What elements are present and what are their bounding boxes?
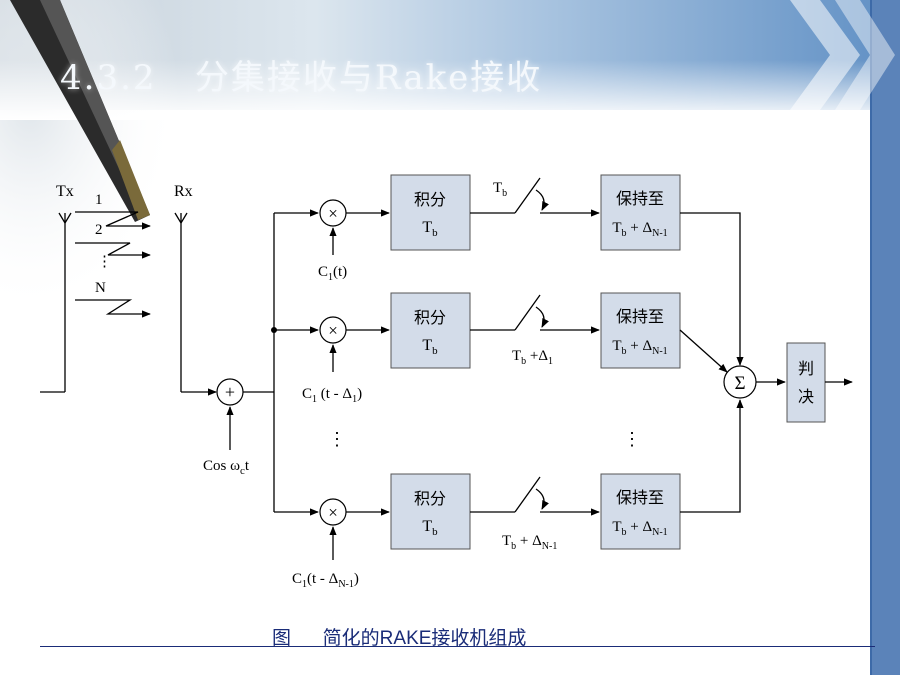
- hold-box: [600, 473, 681, 550]
- branch-n: × C1(t - ΔN-1) 积分 Tb Tb + ΔN-1 保持至 Tb + …: [292, 399, 744, 590]
- multiplier-label: ×: [328, 503, 338, 522]
- code-label: C1(t): [318, 264, 347, 283]
- figure-caption: 图 简化的RAKE接收机组成: [272, 628, 527, 649]
- hold-period: Tb + ΔN-1: [612, 519, 667, 538]
- hold-period: Tb + ΔN-1: [612, 338, 667, 357]
- path-n-arrow: [75, 299, 151, 318]
- rx-label: Rx: [174, 183, 193, 200]
- integrator-box: [390, 292, 471, 369]
- tx-antenna-icon: [40, 212, 72, 393]
- branch-2: × C1 (t - Δ1) 积分 Tb Tb +Δ1 保持至 Tb + ΔN-1: [302, 292, 728, 405]
- switch-label: Tb: [493, 180, 507, 199]
- hold-label: 保持至: [616, 190, 664, 208]
- path-1-arrow: [75, 211, 151, 230]
- path-2-arrow: [75, 242, 151, 259]
- multiplier-label: ×: [328, 204, 338, 223]
- hold-period: Tb + ΔN-1: [612, 220, 667, 239]
- code-label: C1(t - ΔN-1): [292, 571, 359, 590]
- fountain-pen-icon: [10, 0, 150, 222]
- slide-title: 4.3.2 分集接收与Rake接收: [60, 58, 543, 98]
- sampling-switch: [514, 177, 541, 214]
- adder-label: +: [225, 382, 235, 402]
- integrator-period: Tb: [422, 219, 438, 239]
- integrator-label: 积分: [414, 490, 446, 508]
- carrier-label: Cos ωct: [203, 458, 250, 477]
- hold-box: [600, 292, 681, 369]
- integrator-label: 积分: [414, 309, 446, 327]
- branch-1: × C1(t) 积分 Tb Tb 保持至 Tb + ΔN-1: [318, 174, 744, 366]
- path-n-label: N: [95, 280, 106, 296]
- sampling-switch: [514, 476, 541, 513]
- integrator-box: [390, 174, 471, 251]
- integrator-box: [390, 473, 471, 550]
- tx-label: Tx: [56, 183, 74, 200]
- decision-box: [786, 342, 826, 423]
- decision-label-1: 判: [798, 360, 814, 378]
- branch-ellipsis: ⋮: [328, 429, 346, 449]
- switch-label: Tb + ΔN-1: [502, 533, 557, 552]
- code-label: C1 (t - Δ1): [302, 386, 362, 405]
- hold-box: [600, 174, 681, 251]
- hold-label: 保持至: [616, 308, 664, 326]
- switch-label: Tb +Δ1: [512, 348, 553, 367]
- hold-label: 保持至: [616, 489, 664, 507]
- path-2-label: 2: [95, 222, 103, 238]
- rx-antenna-icon: [174, 212, 188, 392]
- hold-ellipsis: ⋮: [623, 429, 641, 449]
- integrator-label: 积分: [414, 191, 446, 209]
- path-1-label: 1: [95, 192, 103, 208]
- caption-divider: [40, 646, 875, 647]
- decision-label-2: 决: [798, 388, 814, 406]
- integrator-period: Tb: [422, 518, 438, 538]
- path-ellipsis: ⋮: [97, 254, 112, 270]
- sampling-switch: [514, 294, 541, 331]
- integrator-period: Tb: [422, 337, 438, 357]
- summer-label: Σ: [734, 373, 745, 394]
- multiplier-label: ×: [328, 321, 338, 340]
